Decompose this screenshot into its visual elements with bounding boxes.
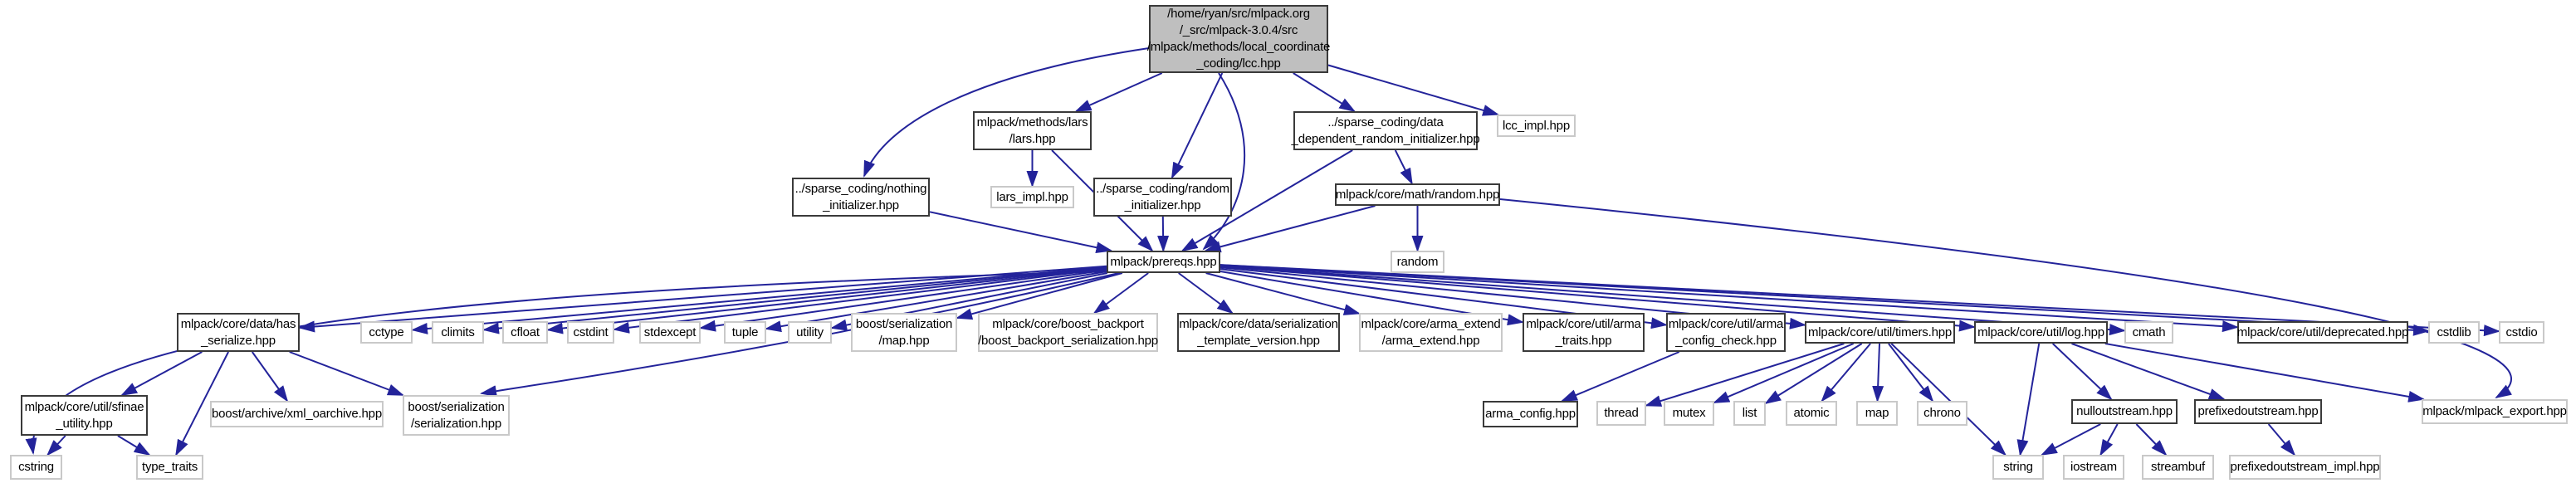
graph-node-prereqs[interactable]: mlpack/prereqs.hpp [1107,251,1220,273]
graph-node-map: map [1856,401,1898,426]
graph-node-nullout[interactable]: nulloutstream.hpp [2071,399,2178,424]
edge-nullout-to-iostream [2099,423,2119,456]
edge-log-to-prefixedout [2071,343,2226,400]
graph-node-random_init[interactable]: ../sparse_coding/random _initializer.hpp [1093,178,1232,217]
graph-node-deprecated[interactable]: mlpack/core/util/deprecated.hpp [2237,321,2408,344]
edge-root-to-random_init [1171,72,1224,179]
graph-node-streambuf: streambuf [2142,455,2214,480]
graph-node-cstdio: cstdio [2499,321,2544,344]
edge-prereqs-to-deprecated [1220,264,2239,333]
graph-node-lcc_impl: lcc_impl.hpp [1497,115,1576,137]
edge-arma_cfg_chk-to-arma_config [1560,351,1680,402]
edge-ddri-to-math_random [1394,149,1413,185]
graph-node-ddri[interactable]: ../sparse_coding/data _dependent_random_… [1292,111,1480,150]
edge-has_serialize-to-sfinae [120,351,203,396]
edge-prereqs-to-cstdint [613,267,1107,334]
edge-math_random-to-mlpack_export [1499,198,2513,399]
graph-node-log[interactable]: mlpack/core/util/log.hpp [1974,321,2108,344]
graph-node-has_serialize[interactable]: mlpack/core/data/has _serialize.hpp [177,313,300,352]
edge-root-to-prereqs [1202,72,1246,251]
graph-node-pout_impl: prefixedoutstream_impl.hpp [2229,455,2381,480]
edge-timers-to-atomic [1821,343,1871,403]
edge-prereqs-to-cctype [411,266,1107,334]
graph-node-bser_ser: boost/serialization /serialization.hpp [403,395,510,436]
graph-node-string: string [1992,455,2044,480]
graph-node-arma_extend: mlpack/core/arma_extend /arma_extend.hpp [1359,313,1503,352]
graph-node-lars_impl: lars_impl.hpp [990,186,1074,208]
edge-root-to-ddri [1293,72,1356,113]
edge-prereqs-to-bser_ser [480,272,1120,398]
graph-node-backport: mlpack/core/boost_backport /boost_backpo… [978,313,1158,352]
graph-node-cctype: cctype [360,321,413,344]
graph-node-atomic: atomic [1786,401,1837,426]
edge-nullout-to-string [2040,423,2101,456]
edge-has_serialize-to-type_traits [175,351,229,456]
graph-node-root[interactable]: /home/ryan/src/mlpack.org /_src/mlpack-3… [1147,5,1330,73]
edge-prereqs-to-backport [1092,272,1149,315]
edge-timers-to-map [1872,343,1884,403]
graph-node-nothing_init[interactable]: ../sparse_coding/nothing _initializer.hp… [792,178,930,217]
edge-log-to-nullout [2052,343,2113,401]
graph-node-bser_map: boost/serialization /map.hpp [851,313,957,352]
edge-log-to-mlpack_export [2104,343,2426,403]
edge-prereqs-to-cfloat [546,267,1107,334]
graph-node-climits: climits [432,321,484,344]
graph-node-list: list [1733,401,1766,426]
edge-log-to-string [2016,343,2041,456]
graph-node-cstdint: cstdint [567,321,614,344]
edge-root-to-lcc_impl [1327,64,1500,116]
edge-prereqs-to-cmath [1220,265,2126,336]
graph-node-math_random[interactable]: mlpack/core/math/random.hpp [1335,183,1500,206]
graph-node-timers[interactable]: mlpack/core/util/timers.hpp [1805,321,1955,344]
edge-timers-to-string [1890,343,2007,456]
edge-prereqs-to-cstdio [1220,264,2500,337]
edge-timers-to-thread [1645,343,1845,407]
graph-node-xml_oarchive: boost/archive/xml_oarchive.hpp [210,401,384,427]
edge-timers-to-list [1764,343,1863,404]
edge-has_serialize-to-bser_ser [289,351,405,396]
edge-prereqs-to-arma_extend [1205,272,1361,315]
graph-node-random: random [1391,251,1444,273]
graph-node-prefixedout[interactable]: prefixedoutstream.hpp [2194,399,2322,424]
graph-node-stv[interactable]: mlpack/core/data/serialization _template… [1177,313,1340,352]
edge-prefixedout-to-pout_impl [2267,423,2296,456]
graph-node-arma_traits[interactable]: mlpack/core/util/arma _traits.hpp [1523,313,1645,352]
edge-timers-to-mutex [1713,343,1855,404]
graph-node-stdexcept: stdexcept [639,321,701,344]
edge-has_serialize-to-xml_oarchive [251,351,289,403]
graph-node-mlpack_export: mlpack/mlpack_export.hpp [2422,399,2568,424]
graph-node-cstdlib: cstdlib [2428,321,2480,344]
edge-prereqs-to-bser_map [956,272,1123,320]
graph-node-lars[interactable]: mlpack/methods/lars /lars.hpp [973,111,1092,150]
graph-node-utility: utility [788,321,832,344]
graph-node-arma_config[interactable]: arma_config.hpp [1483,401,1578,427]
graph-node-chrono: chrono [1917,401,1967,426]
edge-math_random-to-prereqs [1204,205,1376,253]
edge-prereqs-to-stdexcept [699,269,1107,332]
edge-sfinae-to-cstring [46,435,66,456]
edge-root-to-lars [1074,72,1163,112]
edge-prereqs-to-tuple [765,271,1107,333]
edge-root-to-nothing_init [863,47,1150,178]
edge-timers-to-chrono [1888,343,1934,403]
edge-prereqs-to-stv [1178,272,1234,315]
graph-node-mutex: mutex [1664,401,1714,426]
edge-nullout-to-streambuf [2135,423,2168,456]
edge-nothing_init-to-prereqs [929,211,1113,254]
graph-node-tuple: tuple [724,321,766,344]
graph-node-sfinae[interactable]: mlpack/core/util/sfinae _utility.hpp [21,395,148,436]
graph-node-cstring: cstring [10,455,62,480]
edge-prereqs-to-climits [482,266,1107,334]
graph-node-cfloat: cfloat [502,321,548,344]
graph-node-type_traits: type_traits [136,455,203,480]
graph-node-cmath: cmath [2124,321,2173,344]
edge-sfinae-to-type_traits [117,435,151,456]
graph-node-arma_cfg_chk[interactable]: mlpack/core/util/arma _config_check.hpp [1666,313,1786,352]
edge-random_init-to-prereqs [1157,216,1170,252]
edge-prereqs-to-log [1220,266,1976,332]
edge-ddri-to-prereqs [1180,149,1353,252]
graph-node-thread: thread [1596,401,1646,426]
graph-node-iostream: iostream [2063,455,2124,480]
